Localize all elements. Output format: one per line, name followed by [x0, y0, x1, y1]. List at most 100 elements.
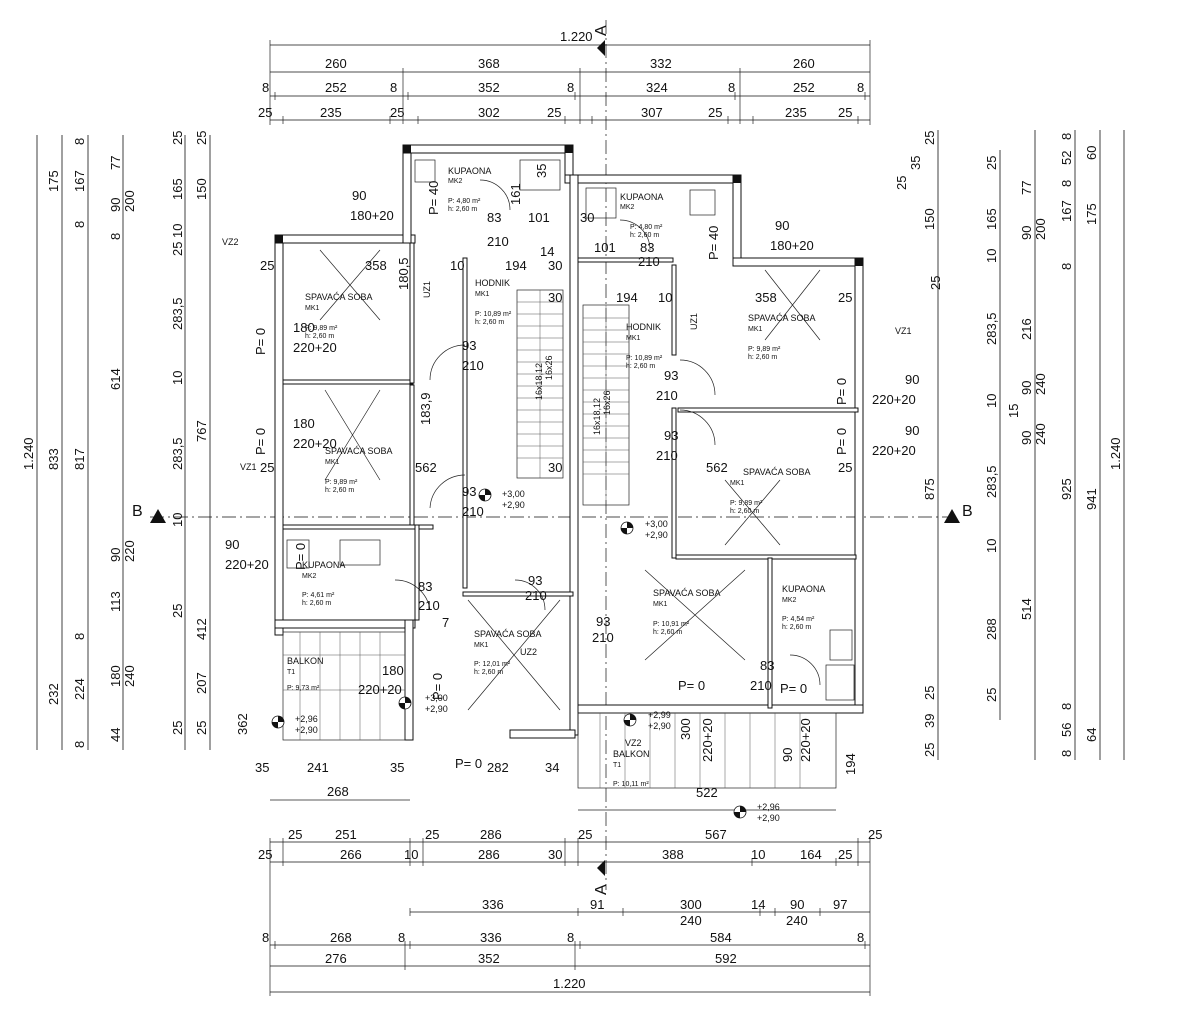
dim-left: 150: [194, 178, 209, 200]
svg-text:P: 12,01 m²: P: 12,01 m²: [474, 661, 511, 668]
dim-bottom: 25: [258, 847, 272, 862]
svg-text:+2,99: +2,99: [648, 710, 671, 720]
dim-left: 25: [170, 131, 185, 145]
dim-bottom: 25: [578, 827, 592, 842]
dim-top: 260: [793, 56, 815, 71]
svg-text:P: 9,89 m²: P: 9,89 m²: [305, 325, 338, 332]
door-height: 210: [487, 234, 509, 249]
svg-text:P: 10,89 m²: P: 10,89 m²: [626, 355, 663, 362]
section-label-b: B: [132, 503, 143, 520]
dim-right: 1.240: [1108, 437, 1123, 470]
svg-text:SPAVAĆA SOBA: SPAVAĆA SOBA: [325, 446, 393, 456]
dim-right: 90: [1019, 226, 1034, 240]
svg-text:P: 10,89 m²: P: 10,89 m²: [475, 311, 512, 318]
svg-text:h: 2,60 m: h: 2,60 m: [302, 600, 331, 607]
dim-282: 282: [487, 760, 509, 775]
dim-top: 235: [785, 105, 807, 120]
svg-text:HODNIK: HODNIK: [475, 278, 510, 288]
tag-uz1: UZ1: [689, 313, 699, 330]
svg-text:P: 10,91 m²: P: 10,91 m²: [653, 621, 690, 628]
dim-bottom: 286: [478, 847, 500, 862]
dim-bottom: 251: [335, 827, 357, 842]
dim-bottom: 567: [705, 827, 727, 842]
room-spavaca-nw: SPAVAĆA SOBA MK1 P: 9,89 m² h: 2,60 m: [305, 292, 373, 340]
svg-text:MK1: MK1: [653, 601, 668, 608]
dim-30: 30: [548, 460, 562, 475]
dim-right: 8: [1059, 180, 1074, 187]
svg-text:MK1: MK1: [475, 291, 490, 298]
svg-text:SPAVAĆA SOBA: SPAVAĆA SOBA: [743, 467, 811, 477]
section-arrow-icon: [597, 40, 605, 56]
fixtures: [286, 159, 855, 711]
svg-text:+2,96: +2,96: [295, 714, 318, 724]
stair-label: 16x26: [544, 355, 554, 380]
bed-icon: [319, 249, 381, 321]
svg-text:KUPAONA: KUPAONA: [302, 560, 345, 570]
sill-height: P= 0: [455, 756, 482, 771]
svg-text:+2,96: +2,96: [757, 802, 780, 812]
stair-label: 16x18,12: [534, 363, 544, 400]
dim-top: 8: [390, 80, 397, 95]
dim-right: 64: [1084, 728, 1099, 742]
tag-vz1: VZ1: [240, 462, 257, 472]
dim-right: 25: [894, 176, 909, 190]
section-marks: A A B B: [132, 20, 973, 895]
bed-icon: [764, 269, 821, 341]
dim-right: 56: [1059, 723, 1074, 737]
dim-right: 60: [1084, 146, 1099, 160]
sill-height: P= 0: [780, 681, 807, 696]
svg-text:P: 9,89 m²: P: 9,89 m²: [748, 346, 781, 353]
dim-top: 25: [547, 105, 561, 120]
dim-bottom: 584: [710, 930, 732, 945]
dim-left: 25: [170, 604, 185, 618]
svg-text:+2,90: +2,90: [645, 530, 668, 540]
dim-bottom: 352: [478, 951, 500, 966]
dim-left: 232: [46, 683, 61, 705]
dim-30: 30: [548, 258, 562, 273]
dim-left: 25: [170, 242, 185, 256]
dim-161: 161: [508, 183, 523, 205]
level-marker: +2,96 +2,90: [733, 802, 780, 823]
room-kupaona-top-left: KUPAONA MK2 P: 4,80 m² h: 2,60 m: [448, 166, 491, 213]
bed-icon: [324, 389, 381, 481]
tag-vz1: VZ1: [895, 326, 912, 336]
sill-height: P= 0: [834, 378, 849, 405]
dim-left: 8: [72, 633, 87, 640]
svg-text:h: 2,60 m: h: 2,60 m: [626, 363, 655, 370]
dim-left: 10: [170, 513, 185, 527]
dim-10: 10: [658, 290, 672, 305]
door-width: 83: [640, 240, 654, 255]
tag-uz1: UZ1: [422, 281, 432, 298]
dim-220-20: 220+20: [798, 718, 813, 762]
dim-left: 817: [72, 448, 87, 470]
dim-bottom: 8: [567, 930, 574, 945]
svg-text:P: 4,80 m²: P: 4,80 m²: [630, 224, 663, 231]
dim-194: 194: [616, 290, 638, 305]
dim-bottom: 388: [662, 847, 684, 862]
level-markers: +3,00 +2,90 +3,00 +2,90 +3,00 +2,90 +2,9…: [271, 488, 780, 823]
door-width: 93: [462, 484, 476, 499]
svg-text:MK2: MK2: [302, 573, 317, 580]
dim-right: 35: [908, 156, 923, 170]
room-spavaca-s-left: SPAVAĆA SOBA MK1 P: 12,01 m² h: 2,60 m: [474, 629, 542, 676]
stair-label: 16x26: [602, 390, 612, 415]
room-balkon-left: BALKON T1 P: 9,73 m²: [287, 656, 324, 692]
svg-text:T1: T1: [287, 669, 295, 676]
level-marker: +3,00 +2,90: [478, 488, 525, 510]
dim-25: 25: [260, 258, 274, 273]
window-height: 220+20: [293, 436, 337, 451]
section-arrow-icon: [597, 860, 605, 876]
dim-right: 25: [984, 156, 999, 170]
dim-left: 220: [122, 540, 137, 562]
svg-text:h: 2,60 m: h: 2,60 m: [325, 487, 354, 494]
dim-183-9: 183,9: [418, 392, 433, 425]
dim-bottom: 240: [786, 913, 808, 928]
dim-left: 90: [108, 548, 123, 562]
dim-left: 767: [194, 420, 209, 442]
svg-text:BALKON: BALKON: [287, 656, 324, 666]
svg-text:P: 10,11 m²: P: 10,11 m²: [613, 781, 649, 788]
dim-bottom: 25: [868, 827, 882, 842]
svg-text:P: 4,80 m²: P: 4,80 m²: [448, 198, 481, 205]
svg-text:MK1: MK1: [626, 335, 641, 342]
dim-top: 235: [320, 105, 342, 120]
